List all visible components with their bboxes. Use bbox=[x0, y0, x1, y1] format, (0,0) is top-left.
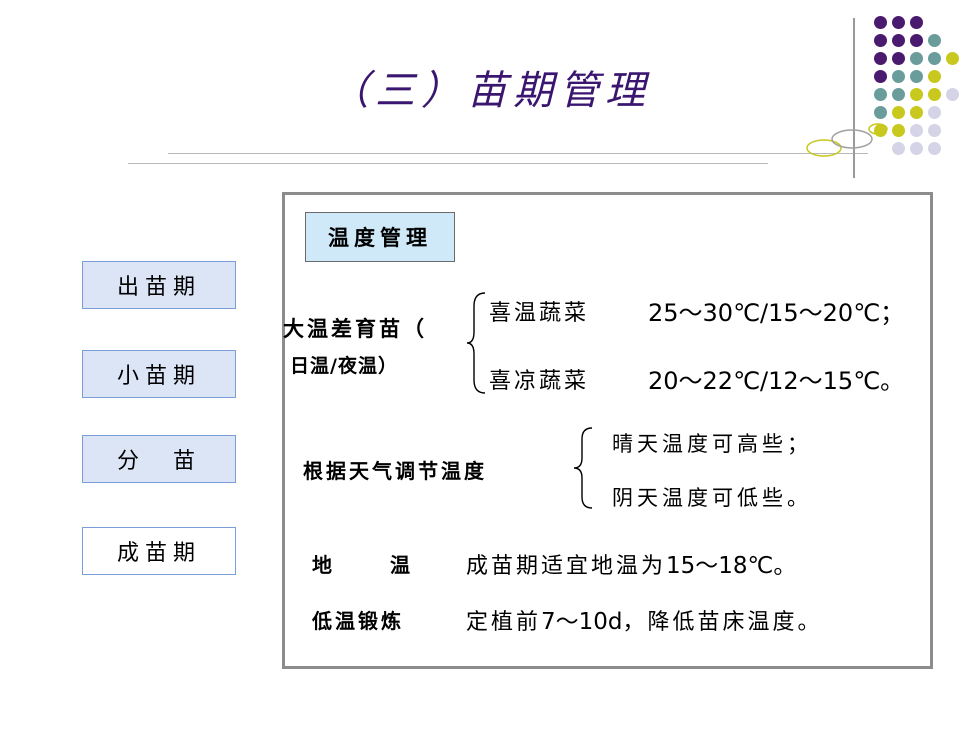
dot bbox=[928, 34, 941, 47]
ring-yellow bbox=[806, 139, 842, 157]
crop-warm-range: 25～30℃/15～20℃； bbox=[648, 299, 905, 327]
dot bbox=[874, 34, 887, 47]
large-diff-label-line2: 日温/夜温） bbox=[290, 355, 398, 377]
soil-temp-prefix: 成苗期适宜地温为 bbox=[466, 554, 667, 579]
dot bbox=[928, 88, 941, 101]
hardening-label: 低温锻炼 bbox=[312, 609, 404, 633]
hardening-text: 定植前7～10d，降低苗床温度。 bbox=[466, 602, 823, 636]
hardening-value: 7～10d bbox=[541, 609, 623, 635]
dot bbox=[928, 124, 941, 137]
dot bbox=[892, 52, 905, 65]
ring-gray bbox=[831, 129, 873, 149]
dot bbox=[946, 52, 959, 65]
dot bbox=[928, 142, 941, 155]
dot bbox=[910, 142, 923, 155]
content-panel bbox=[282, 192, 933, 669]
dot bbox=[946, 88, 959, 101]
dot bbox=[892, 34, 905, 47]
nav-item-seedling[interactable]: 小苗期 bbox=[82, 350, 236, 398]
nav-item-emergence[interactable]: 出苗期 bbox=[82, 261, 236, 309]
soil-temp-value: 15～18℃。 bbox=[666, 553, 797, 579]
title-rule-top bbox=[168, 153, 868, 154]
dot bbox=[910, 52, 923, 65]
brace-large-diff bbox=[466, 292, 486, 394]
dot bbox=[892, 70, 905, 83]
vertical-rule bbox=[853, 18, 855, 178]
hardening-prefix: 定植前 bbox=[466, 610, 542, 635]
title-rule-bottom bbox=[128, 163, 768, 164]
dot bbox=[910, 16, 923, 29]
decorative-rings bbox=[806, 123, 888, 157]
hardening-suffix: ，降低苗床温度。 bbox=[622, 610, 823, 635]
dot bbox=[874, 124, 887, 137]
dot bbox=[892, 88, 905, 101]
dot bbox=[910, 124, 923, 137]
dot bbox=[892, 106, 905, 119]
soil-temp-label: 地 温 bbox=[312, 553, 416, 577]
brace-weather bbox=[573, 427, 593, 509]
dot bbox=[910, 106, 923, 119]
crop-cool-range: 20～22℃/12～15℃。 bbox=[648, 367, 905, 395]
dot bbox=[892, 16, 905, 29]
weather-sunny: 晴天温度可高些； bbox=[612, 432, 812, 456]
weather-label: 根据天气调节温度 bbox=[303, 459, 487, 483]
dot bbox=[928, 52, 941, 65]
dot bbox=[892, 142, 905, 155]
dot bbox=[874, 88, 887, 101]
soil-temp-text: 成苗期适宜地温为15～18℃。 bbox=[466, 546, 796, 580]
dot bbox=[874, 52, 887, 65]
dot bbox=[874, 16, 887, 29]
dot bbox=[910, 34, 923, 47]
dot bbox=[910, 70, 923, 83]
dot bbox=[910, 88, 923, 101]
large-diff-label-line1: 大温差育苗（ bbox=[283, 316, 427, 341]
slide-title: （三）苗期管理 bbox=[329, 68, 651, 114]
nav-item-transplant[interactable]: 分 苗 bbox=[82, 435, 236, 483]
dot bbox=[874, 106, 887, 119]
weather-cloudy: 阴天温度可低些。 bbox=[612, 486, 812, 510]
dot bbox=[928, 106, 941, 119]
dot bbox=[874, 70, 887, 83]
dot bbox=[928, 70, 941, 83]
section-label: 温度管理 bbox=[305, 212, 455, 262]
crop-cool-label: 喜凉蔬菜 bbox=[489, 369, 590, 394]
crop-warm-label: 喜温蔬菜 bbox=[489, 301, 590, 326]
dot bbox=[892, 124, 905, 137]
nav-item-mature[interactable]: 成苗期 bbox=[82, 527, 236, 575]
